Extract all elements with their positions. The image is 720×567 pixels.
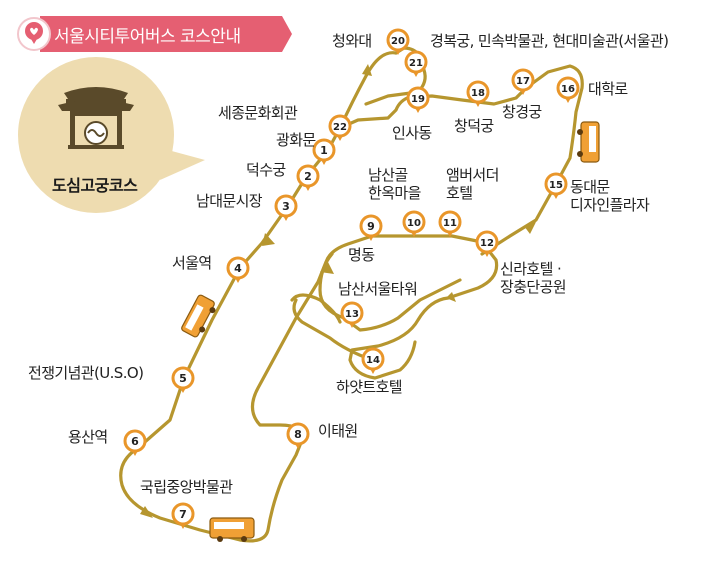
stop-label-18: 창덕궁: [454, 117, 494, 135]
stop-label-7: 국립중앙박물관: [140, 478, 233, 496]
stop-number: 17: [516, 76, 530, 87]
stop-number: 3: [282, 200, 290, 213]
stop-label-3: 남대문시장: [196, 192, 263, 210]
stop-number: 8: [294, 428, 302, 441]
stop-label-6: 용산역: [68, 428, 108, 446]
stop-marker-5: 5: [171, 366, 195, 393]
stop-marker-18: 18: [466, 80, 490, 107]
stop-label-2: 덕수궁: [246, 161, 286, 179]
stop-label-13: 남산서울타워: [338, 280, 418, 298]
arrow-icon: [140, 506, 153, 518]
stop-number: 4: [234, 262, 242, 275]
stop-label-17: 창경궁: [502, 103, 542, 121]
stop-number: 5: [179, 372, 187, 385]
stop-label-12: 신라호텔 · 장충단공원: [500, 260, 567, 296]
stop-number: 20: [391, 36, 405, 47]
route-arrows: [140, 64, 536, 518]
page-title: 서울시티투어버스 코스안내: [54, 27, 241, 47]
stop-marker-2: 2: [296, 164, 320, 191]
arrow-icon: [262, 233, 275, 246]
bus-icon: [209, 517, 255, 542]
stop-label-4: 서울역: [172, 254, 212, 272]
stop-label-21: 경복궁, 민속박물관, 현대미술관(서울관): [430, 32, 669, 50]
arrow-icon: [320, 262, 334, 274]
arrow-icon: [446, 292, 456, 302]
stop-label-1: 광화문: [276, 131, 316, 149]
bus-icon: [577, 121, 600, 163]
stop-number: 7: [179, 508, 187, 521]
stop-marker-21: 21: [404, 50, 428, 77]
stop-marker-7: 7: [171, 502, 195, 529]
stop-number: 14: [366, 355, 380, 366]
arrow-icon: [524, 222, 536, 234]
stop-label-14: 하얏트호텔: [336, 378, 403, 396]
stop-number: 15: [549, 180, 563, 191]
stop-marker-6: 6: [123, 429, 147, 456]
stop-number: 10: [407, 218, 421, 229]
stop-label-16: 대학로: [588, 80, 628, 98]
stop-number: 21: [409, 58, 423, 69]
stop-number: 11: [443, 218, 457, 229]
stop-label-5: 전쟁기념관(U.S.O): [28, 364, 144, 382]
stop-marker-8: 8: [286, 422, 310, 449]
stop-marker-20: 20: [386, 28, 410, 55]
stop-number: 2: [304, 170, 312, 183]
stop-number: 22: [333, 122, 347, 133]
stop-label-10: 남산골 한옥마을: [368, 166, 421, 202]
heart-pin-icon: [17, 17, 51, 51]
stop-marker-9: 9: [359, 214, 383, 241]
stop-label-11: 앰버서더 호텔: [446, 166, 499, 202]
stop-number: 18: [471, 88, 485, 99]
title-banner: [40, 16, 292, 52]
stop-label-19: 인사동: [392, 124, 432, 142]
stop-marker-11: 11: [438, 210, 462, 237]
stop-marker-14: 14: [361, 347, 385, 374]
stop-label-15: 동대문 디자인플라자: [570, 178, 650, 214]
stop-number: 13: [345, 309, 359, 320]
stop-number: 12: [480, 238, 494, 249]
stop-marker-19: 19: [406, 86, 430, 113]
stop-marker-1: 1: [312, 138, 336, 165]
stop-label-8: 이태원: [318, 422, 358, 440]
stop-marker-4: 4: [226, 256, 250, 283]
stop-marker-13: 13: [340, 301, 364, 328]
arrow-icon: [362, 64, 372, 76]
stop-label-20: 청와대: [332, 32, 372, 50]
stop-label-22: 세종문화회관: [218, 104, 298, 122]
palace-gate-icon: [58, 87, 134, 149]
stop-marker-15: 15: [544, 172, 568, 199]
stop-marker-12: 12: [475, 230, 499, 257]
stop-marker-16: 16: [556, 76, 580, 103]
stop-number: 9: [367, 220, 375, 233]
stop-marker-17: 17: [511, 68, 535, 95]
stop-label-9: 명동: [348, 246, 375, 264]
stop-number: 1: [320, 144, 328, 157]
bus-icon: [181, 294, 216, 338]
stop-number: 16: [561, 84, 575, 95]
stop-marker-3: 3: [274, 194, 298, 221]
course-name: 도심고궁코스: [52, 176, 138, 195]
stop-marker-10: 10: [402, 210, 426, 237]
stop-marker-22: 22: [328, 114, 352, 141]
stop-number: 6: [131, 435, 139, 448]
stop-number: 19: [411, 94, 425, 105]
